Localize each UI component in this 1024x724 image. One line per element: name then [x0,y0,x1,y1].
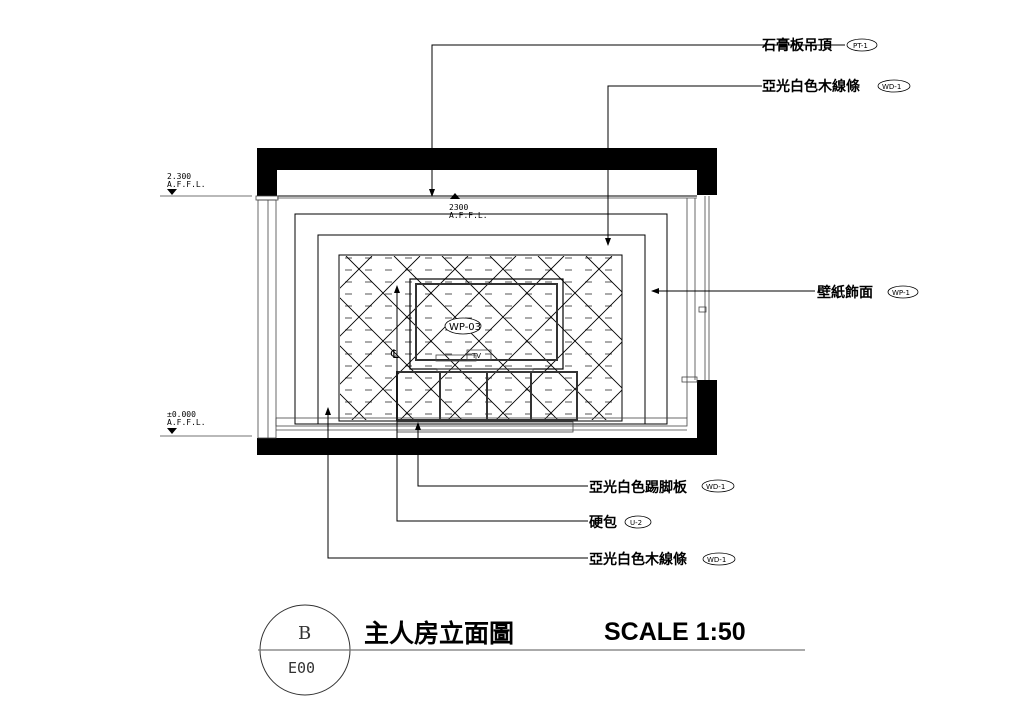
svg-text:2300: 2300 [449,203,468,212]
level-ceiling-left: 2.300 A.F.F.L. [160,172,252,197]
svg-text:硬包: 硬包 [589,514,617,531]
right-window [681,196,710,418]
diamond-line [340,393,367,420]
inner-trim-frame [317,234,646,425]
sheet-number: E00 [288,659,315,677]
diamond-line [591,389,622,420]
diamond-line [58,256,228,426]
diamond-line [106,256,276,426]
svg-text:A.F.F.L.: A.F.F.L. [167,180,206,189]
svg-text:WD-1: WD-1 [707,556,726,564]
callout-ceiling: 石膏板吊頂 PT-1 [429,37,878,197]
callout-skirting: 亞光白色踢脚板 WD-1 [415,422,735,496]
svg-text:A.F.F.L.: A.F.F.L. [449,211,488,220]
callout-upholstered-panel: 硬包 U-2 [394,285,652,531]
svg-text:石膏板吊頂: 石膏板吊頂 [761,37,833,54]
diamond-line [634,256,804,426]
tv-tag: TV [471,352,481,360]
callout-wood-trim-top: 亞光白色木線條 WD-1 [605,78,911,246]
diamond-line [154,256,324,426]
svg-text:WP-1: WP-1 [892,289,910,297]
diamond-line [154,256,324,426]
centerline-symbol: ℄ [390,347,399,361]
diamond-line [543,341,622,420]
callout-wood-trim-bottom: 亞光白色木線條 WD-1 [325,407,736,568]
svg-text:A.F.F.L.: A.F.F.L. [167,418,206,427]
svg-text:亞光白色木線條: 亞光白色木線條 [589,551,688,568]
svg-text:亞光白色踢脚板: 亞光白色踢脚板 [589,479,688,496]
diamond-line [340,256,373,289]
panel-tag: WP-03 [449,322,481,333]
drawing-scale: SCALE 1:50 [604,618,746,646]
title-block: B E00 主人房立面圖 SCALE 1:50 [258,604,805,696]
svg-text:±0.000: ±0.000 [167,410,196,419]
diamond-line [10,256,180,426]
diamond-line [585,256,622,293]
svg-text:PT-1: PT-1 [853,42,868,50]
svg-text:U-2: U-2 [630,519,642,527]
diamond-line [447,256,613,420]
left-pilaster [255,195,279,439]
drawing-title: 主人房立面圖 [364,619,514,648]
diamond-line [10,256,180,426]
diamond-line [495,293,622,420]
panel-tag-ellipse [444,317,482,335]
svg-text:WD-1: WD-1 [706,483,725,491]
svg-text:2.300: 2.300 [167,172,191,181]
svg-text:WD-1: WD-1 [882,83,901,91]
svg-text:壁紙飾面: 壁紙飾面 [817,284,873,301]
level-floor: ±0.000 A.F.F.L. [160,410,252,437]
diamond-line [340,256,421,337]
svg-text:亞光白色木線條: 亞光白色木線條 [762,78,861,95]
diamond-line [340,345,415,420]
diamond-line [537,256,622,341]
tv-unit: TV WP-03 [409,278,564,370]
section-id: B [298,623,311,644]
diamond-line [634,256,804,426]
diamond-line [106,256,276,426]
wall-section [257,148,717,455]
level-ceiling-inner: 2300 A.F.F.L. [449,193,488,220]
callout-wallpaper: 壁紙飾面 WP-1 [651,284,919,301]
diamond-line [58,256,228,426]
